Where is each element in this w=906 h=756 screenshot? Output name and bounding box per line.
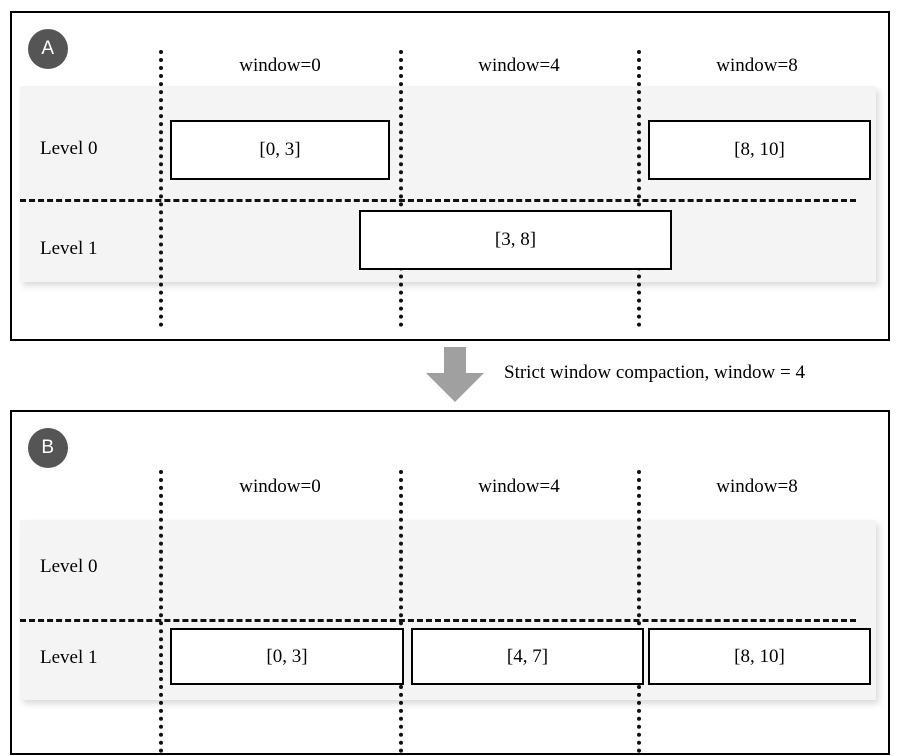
- transition-caption: Strict window compaction, window = 4: [504, 362, 805, 383]
- panel-a-window-label-0: window=0: [239, 55, 321, 76]
- panel-a-level-label-0: Level 0: [40, 138, 98, 159]
- panel-b-window-label-1: window=4: [478, 476, 560, 497]
- panel-b-badge: B: [28, 428, 68, 468]
- panel-b-interval-box-0-3[interactable]: [0, 3]: [170, 628, 404, 685]
- panel-b-window-rule-2: [637, 470, 641, 753]
- panel-b-window-rule-1: [399, 470, 403, 753]
- panel-a-window-label-1: window=4: [478, 55, 560, 76]
- panel-b-level-divider: [20, 619, 856, 622]
- panel-a-interval-box-8-10[interactable]: [8, 10]: [648, 120, 871, 180]
- panel-b-level-label-1: Level 1: [40, 647, 98, 668]
- panel-b-window-label-2: window=8: [716, 476, 798, 497]
- panel-b-interval-box-8-10[interactable]: [8, 10]: [648, 628, 871, 685]
- panel-b-level-label-0: Level 0: [40, 556, 98, 577]
- panel-b-window-rule-0: [159, 470, 163, 753]
- panel-a-window-rule-2: [637, 50, 641, 327]
- panel-a-level-label-1: Level 1: [40, 238, 98, 259]
- panel-a-interval-box-0-3[interactable]: [0, 3]: [170, 120, 390, 180]
- panel-a-interval-box-3-8[interactable]: [3, 8]: [359, 210, 672, 270]
- panel-a-level-divider: [20, 199, 856, 202]
- down-arrow-icon: [426, 347, 484, 402]
- panel-b-window-label-0: window=0: [239, 476, 321, 497]
- panel-b-interval-box-4-7[interactable]: [4, 7]: [411, 628, 644, 685]
- panel-a-badge: A: [28, 29, 68, 69]
- panel-a-window-label-2: window=8: [716, 55, 798, 76]
- panel-a-window-rule-0: [159, 50, 163, 327]
- panel-a-window-rule-1: [399, 50, 403, 327]
